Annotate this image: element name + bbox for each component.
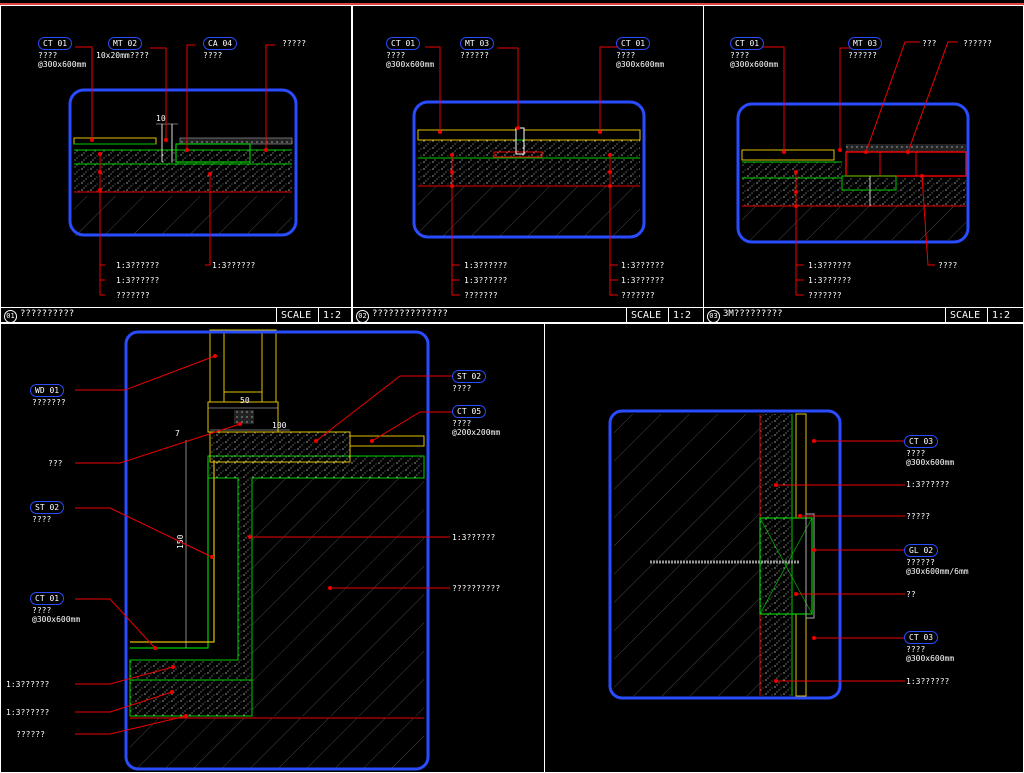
note-p4-2: 1:3?????? <box>452 533 496 542</box>
tag-desc-ct03-p5-bottom: ???? @300x600mm <box>906 645 955 663</box>
tag-mt03-p3: MT 03 <box>848 37 883 50</box>
note-p1-top-right: ????? <box>282 39 307 48</box>
title-block-3: 03 3M????????? SCALE 1:2 <box>703 307 1024 323</box>
tag-ct01-p3: CT 01 <box>730 37 765 50</box>
scale-value-3: 1:2 <box>987 308 1014 323</box>
note-p3-3: ??????? <box>808 291 842 300</box>
tag-desc-ct05-p4: ???? @200x200mm <box>452 419 501 437</box>
top-frame-line <box>0 0 1024 5</box>
note-p3-top-2: ?????? <box>963 39 992 48</box>
detail-title-1: ?????????? <box>20 309 75 319</box>
tag-desc-ct01-p3: ???? @300x600mm <box>730 51 779 69</box>
note-p4-1: ??? <box>48 459 63 468</box>
panel-frame-1 <box>0 5 352 323</box>
detail-number-3: 03 <box>707 310 720 323</box>
note-p1-3: 1:3?????? <box>212 261 256 270</box>
note-p2-2: 1:3?????? <box>464 276 508 285</box>
detail-1-section: 10 <box>68 44 298 296</box>
tag-ct03-p5-bottom: CT 03 <box>904 631 939 644</box>
tag-ca04-p1: CA 04 <box>203 37 238 50</box>
note-p4-6: ?????? <box>16 730 45 739</box>
detail-title-2: ?????????????? <box>372 309 448 319</box>
tag-ct01-p2-right: CT 01 <box>616 37 651 50</box>
tag-desc-ct01-p2-right: ???? @300x600mm <box>616 51 665 69</box>
note-p4-4: 1:3?????? <box>6 680 50 689</box>
note-p4-5: 1:3?????? <box>6 708 50 717</box>
note-p5-2: ????? <box>906 512 931 521</box>
note-p1-2: 1:3?????? <box>116 276 160 285</box>
scale-value-1: 1:2 <box>318 308 345 323</box>
note-p2-5: 1:3?????? <box>621 276 665 285</box>
note-p5-4: 1:3?????? <box>906 677 950 686</box>
note-p3-4: ???? <box>938 261 958 270</box>
note-p5-3: ?? <box>906 590 916 599</box>
tag-desc-ct01-p2-left: ???? @300x600mm <box>386 51 435 69</box>
svg-text:50: 50 <box>240 396 250 405</box>
title-block-2: 02 ?????????????? SCALE 1:2 <box>352 307 704 323</box>
detail-title-3: 3M????????? <box>723 309 783 319</box>
tag-desc-st02-p4-top: ???? <box>452 384 472 393</box>
note-p2-3: ??????? <box>464 291 498 300</box>
scale-label-3: SCALE <box>945 308 984 323</box>
note-p1-1: 1:3?????? <box>116 261 160 270</box>
tag-desc-ca04-p1: ???? <box>203 51 223 60</box>
tag-desc-ct01-p4: ???? @300x600mm <box>32 606 81 624</box>
note-p2-6: ??????? <box>621 291 655 300</box>
tag-desc-ct01-p1: ???? @300x600mm <box>38 51 87 69</box>
detail-5-section <box>608 409 905 700</box>
tag-ct01-p1: CT 01 <box>38 37 73 50</box>
tag-ct01-p4: CT 01 <box>30 592 65 605</box>
tag-st02-p4-left: ST 02 <box>30 501 65 514</box>
tag-wd01-p4: WD 01 <box>30 384 65 397</box>
tag-desc-mt03-p3: ?????? <box>848 51 877 60</box>
tag-ct05-p4: CT 05 <box>452 405 487 418</box>
tag-ct01-p2-left: CT 01 <box>386 37 421 50</box>
tag-desc-mt03-p2: ?????? <box>460 51 489 60</box>
svg-text:10: 10 <box>156 114 166 123</box>
tag-mt03-p2: MT 03 <box>460 37 495 50</box>
svg-text:7: 7 <box>175 429 180 438</box>
scale-label-2: SCALE <box>626 308 665 323</box>
tag-ct03-p5-top: CT 03 <box>904 435 939 448</box>
note-p2-4: 1:3?????? <box>621 261 665 270</box>
detail-number-2: 02 <box>356 310 369 323</box>
note-p1-4: ??????? <box>116 291 150 300</box>
tag-gl02-p5: GL 02 <box>904 544 939 557</box>
detail-4-section: 50 100 7 150 <box>75 329 455 771</box>
note-p2-1: 1:3?????? <box>464 261 508 270</box>
tag-mt02-p1: MT 02 <box>108 37 143 50</box>
detail-2-section <box>412 46 646 296</box>
title-block-1: 01 ?????????? SCALE 1:2 <box>0 307 352 323</box>
note-p4-3: ?????????? <box>452 584 501 593</box>
note-p5-1: 1:3?????? <box>906 480 950 489</box>
note-p3-1: 1:3?????? <box>808 261 852 270</box>
tag-desc-mt02-p1: 10x20mm???? <box>96 51 149 60</box>
tag-desc-ct03-p5-top: ???? @300x600mm <box>906 449 955 467</box>
note-p3-top-1: ??? <box>922 39 937 48</box>
scale-label-1: SCALE <box>276 308 315 323</box>
note-p3-2: 1:3?????? <box>808 276 852 285</box>
tag-desc-gl02-p5: ?????? @30x600mm/6mm <box>906 558 969 576</box>
detail-number-1: 01 <box>4 310 17 323</box>
svg-text:100: 100 <box>272 421 287 430</box>
tag-desc-wd01-p4: ??????? <box>32 398 66 407</box>
tag-st02-p4-top: ST 02 <box>452 370 487 383</box>
scale-value-2: 1:2 <box>668 308 695 323</box>
detail-3-section <box>736 41 970 296</box>
tag-desc-st02-p4-left: ???? <box>32 515 52 524</box>
